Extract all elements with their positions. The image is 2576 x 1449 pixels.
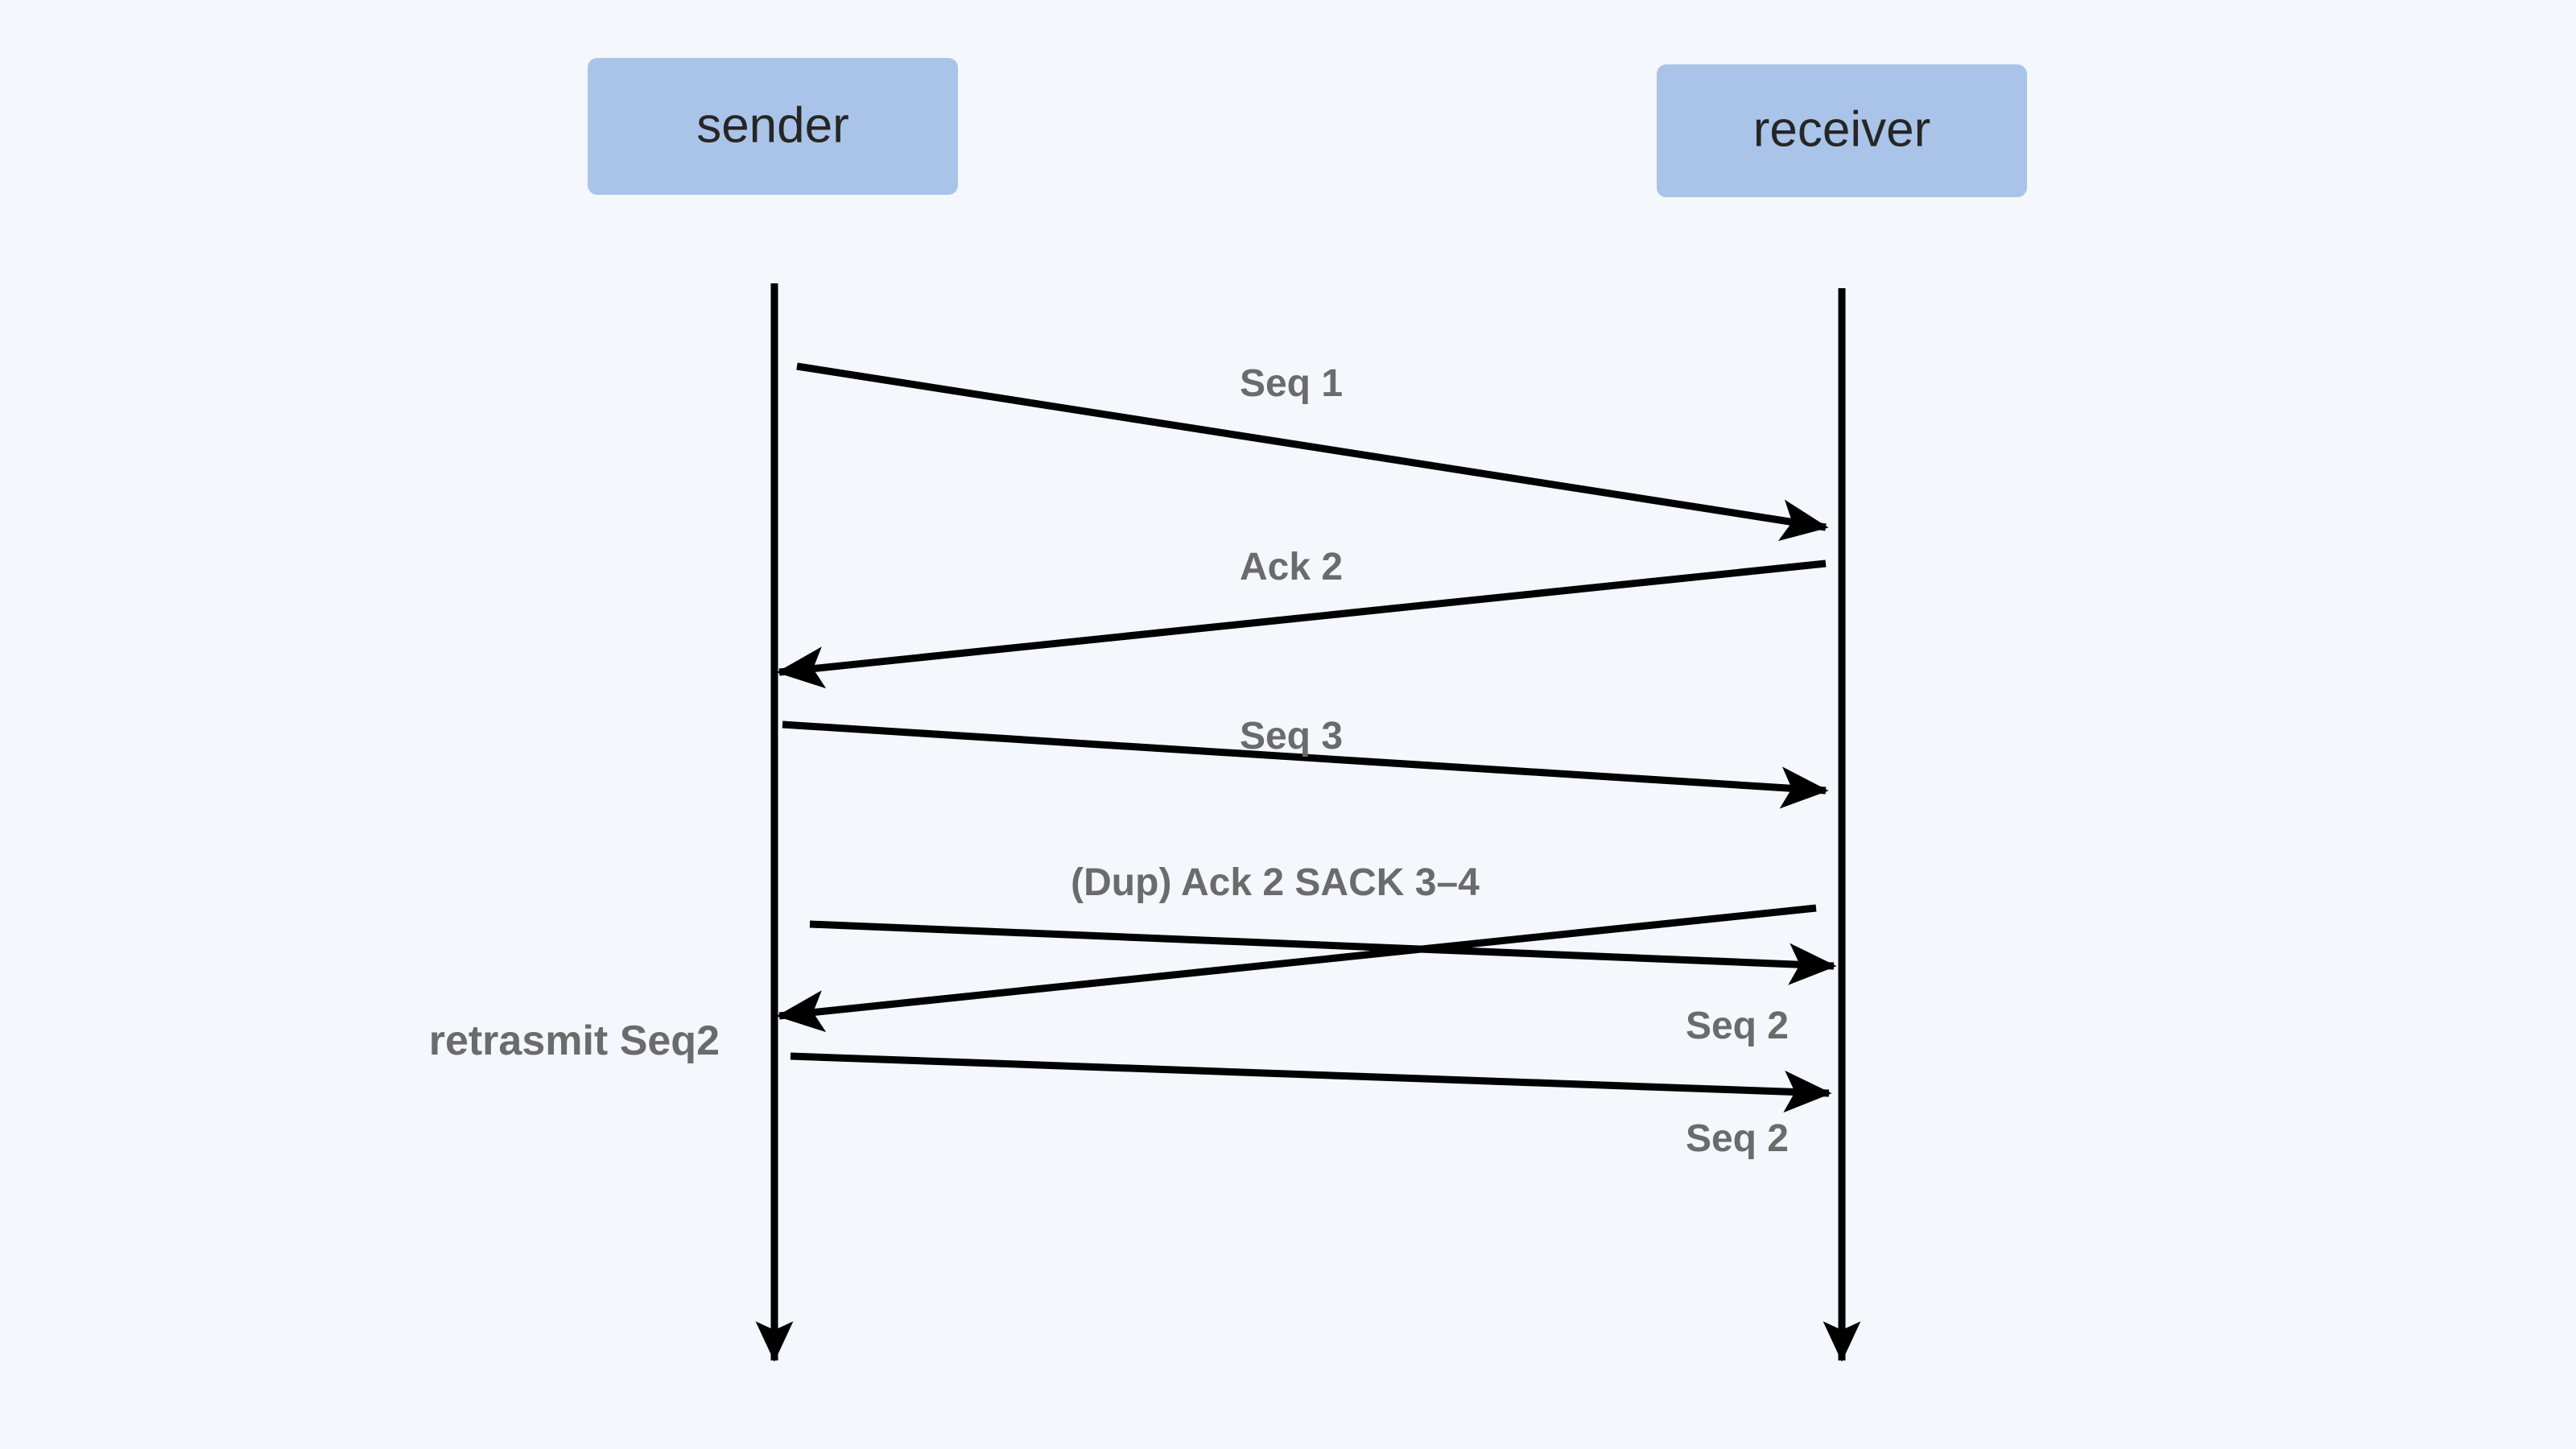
message-seq-3[interactable]: Seq 3	[782, 715, 1829, 809]
note-retransmit-seq2: retrasmit Seq2	[429, 1018, 720, 1064]
actor-label-receiver: receiver	[1753, 101, 1931, 157]
message-line-seq-2-first	[809, 920, 1837, 985]
actor-box-receiver[interactable]	[1657, 64, 2027, 197]
message-seq-2-first[interactable]: Seq 2	[809, 920, 1837, 1047]
message-label-ack-2: Ack 2	[1240, 546, 1343, 588]
message-line-ack-2	[776, 559, 1827, 689]
message-label-dup-ack-sack: (Dup) Ack 2 SACK 3–4	[1071, 861, 1480, 904]
message-dup-ack-sack[interactable]: (Dup) Ack 2 SACK 3–4	[776, 861, 1817, 1033]
message-line-seq-2-retransmit	[790, 1052, 1832, 1113]
message-label-seq-3: Seq 3	[1240, 715, 1343, 758]
message-ack-2[interactable]: Ack 2	[776, 546, 1827, 689]
message-label-seq-2-retransmit: Seq 2	[1686, 1117, 1789, 1160]
message-line-seq-3	[782, 720, 1829, 809]
actor-box-sender[interactable]	[588, 58, 958, 195]
message-line-seq-1	[796, 362, 1829, 542]
message-seq-1[interactable]: Seq 1	[796, 362, 1829, 542]
actor-receiver[interactable]: receiver	[1657, 64, 2027, 197]
message-label-seq-1: Seq 1	[1240, 362, 1343, 405]
actor-label-sender: sender	[696, 97, 849, 153]
message-label-seq-2-first: Seq 2	[1686, 1005, 1789, 1047]
message-line-dup-ack-sack	[776, 904, 1817, 1033]
actor-sender[interactable]: sender	[588, 58, 958, 195]
message-seq-2-retransmit[interactable]: Seq 2	[790, 1052, 1832, 1160]
